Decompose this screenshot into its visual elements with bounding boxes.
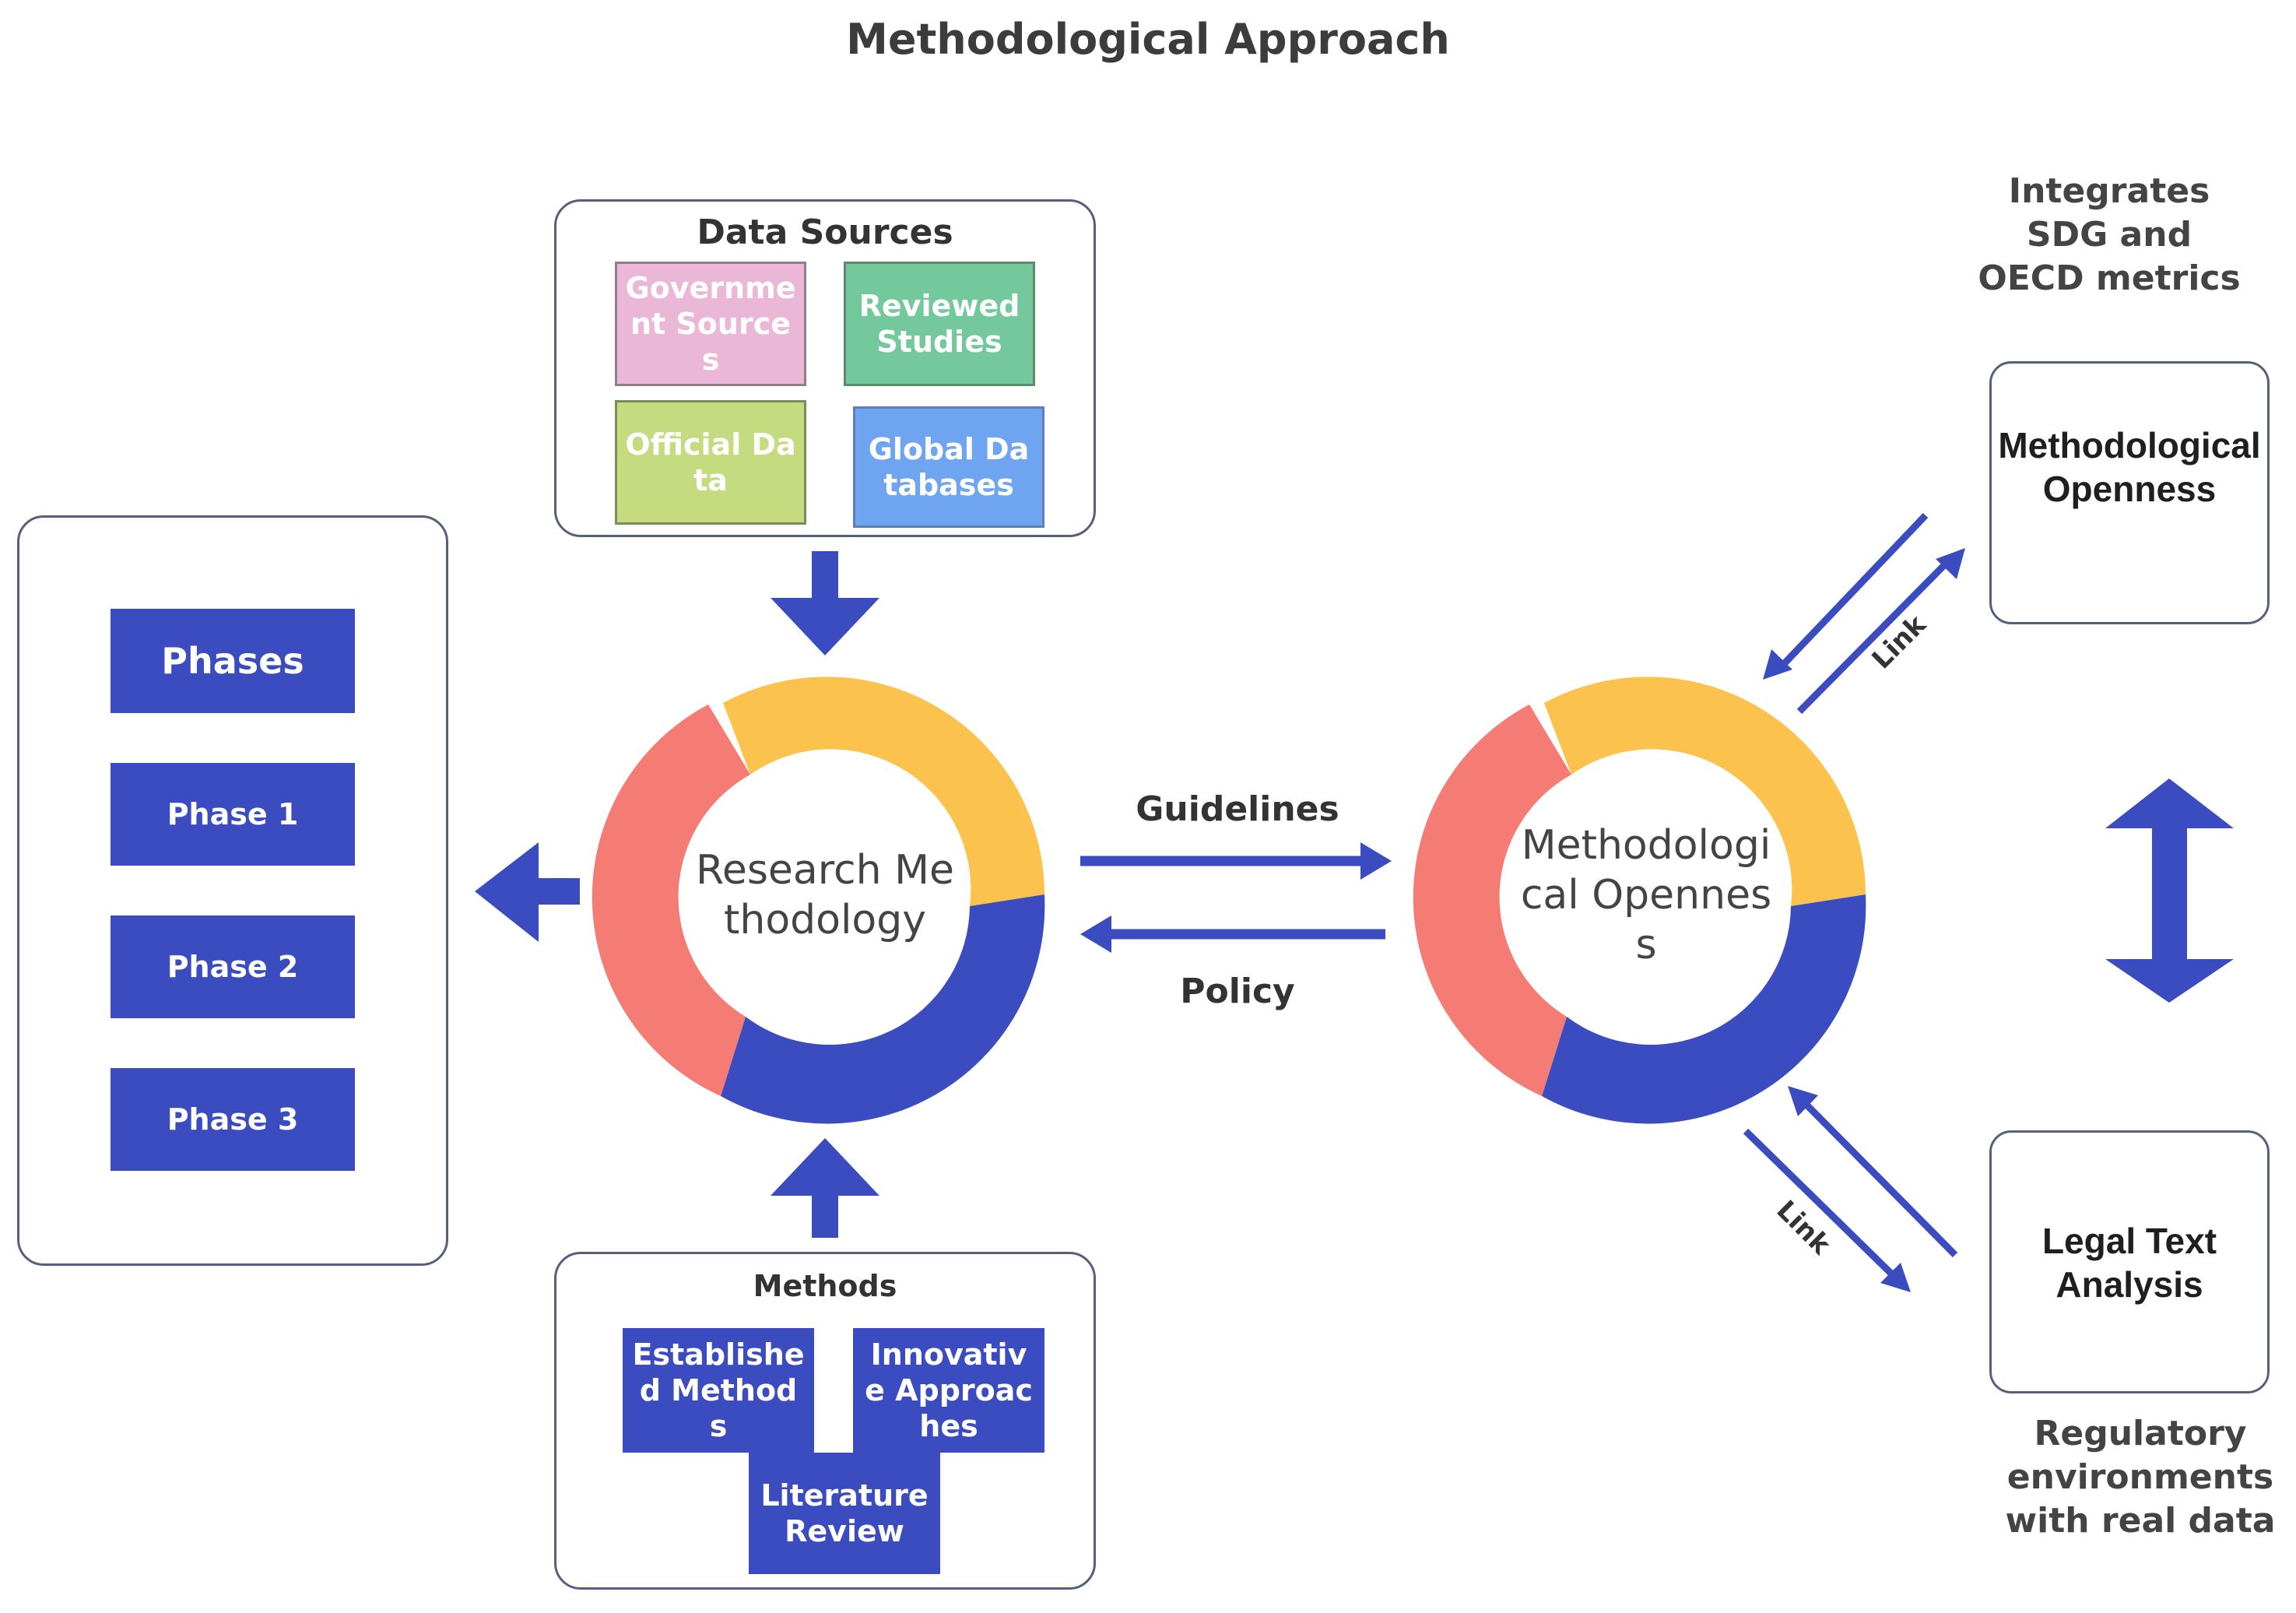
regulatory-environments-note: Regulatory environments with real data [2005, 1414, 2276, 1541]
ring-segment-blue [1542, 894, 1866, 1124]
tile-established-methods: Established Methods [623, 1328, 814, 1453]
tile-official-data: Official Data [615, 400, 806, 525]
research-methodology-label: Research Methodology [696, 847, 954, 944]
phase-1: Phase 1 [111, 763, 355, 866]
openness-cycle-ring [1413, 676, 1866, 1124]
legal-text-analysis-box-label: Legal Text Analysis [2041, 1221, 2217, 1305]
ring-segment-yellow [723, 676, 1044, 906]
tile-reviewed-studies: Reviewed Studies [844, 262, 1035, 386]
policy-arrowhead [1080, 915, 1111, 953]
arrow-left-to-phases [475, 842, 580, 942]
ring-segment-red [1413, 705, 1571, 1096]
methodological-openness-label: Methodological Openness [1520, 822, 1772, 968]
arrow-down-from-data-sources [771, 551, 879, 655]
tile-government-sources: Government Sources [615, 262, 806, 386]
phase-3: Phase 3 [111, 1068, 355, 1171]
guidelines-label: Guidelines [1136, 789, 1339, 829]
ring-segment-blue [721, 894, 1045, 1124]
data-sources-heading: Data Sources [697, 212, 953, 252]
double-arrow-vertical [2105, 824, 2234, 1003]
diagram-title: Methodological Approach [846, 14, 1450, 64]
phase-2: Phase 2 [111, 915, 355, 1018]
methods-heading: Methods [753, 1269, 897, 1303]
methodological-openness-box [1989, 361, 2270, 624]
ring-segment-red [592, 705, 750, 1096]
research-cycle-ring [592, 676, 1045, 1124]
policy-label: Policy [1180, 971, 1295, 1011]
tile-global-databases: Global Databases [853, 406, 1044, 528]
tile-innovative-approaches: Innovative Approaches [853, 1328, 1044, 1453]
guidelines-arrowhead [1360, 842, 1392, 880]
methodological-openness-box-label: Methodological Openness [1998, 425, 2261, 509]
tile-literature-review: Literature Review [749, 1453, 940, 1574]
integrates-metrics-note: Integrates SDG and OECD metrics [1978, 171, 2241, 298]
legal-text-analysis-box [1989, 1130, 2270, 1393]
arrow-up-from-methods [771, 1138, 879, 1238]
phases-heading: Phases [111, 609, 355, 713]
ring-segment-yellow [1544, 676, 1866, 906]
